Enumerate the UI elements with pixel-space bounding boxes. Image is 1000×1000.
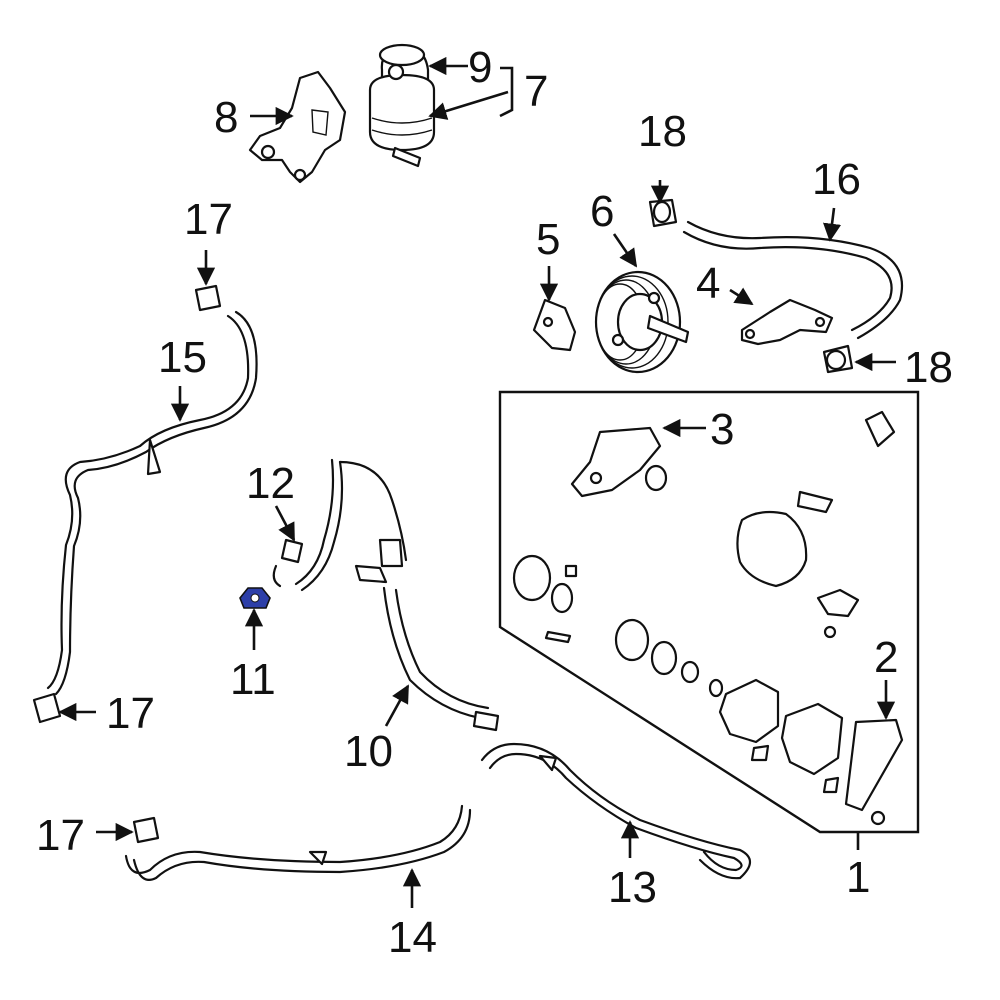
callout-6: 6 xyxy=(590,187,614,236)
callout-18-bottom: 18 xyxy=(904,343,953,392)
leaders xyxy=(58,56,896,908)
callout-14: 14 xyxy=(388,913,437,962)
fitting-12[interactable] xyxy=(272,538,304,588)
pressure-hose-10[interactable] xyxy=(294,458,500,732)
callout-1: 1 xyxy=(846,853,870,902)
callout-17-left: 17 xyxy=(106,689,155,738)
hose-13[interactable] xyxy=(480,742,752,880)
return-hose-16[interactable] xyxy=(682,220,904,340)
clamp-17-bottom[interactable] xyxy=(132,816,160,844)
clamp-18-top[interactable] xyxy=(648,198,678,228)
callout-5: 5 xyxy=(536,215,560,264)
callout-12: 12 xyxy=(246,459,295,508)
bracket-4[interactable] xyxy=(740,298,834,346)
pump-assembly-frame xyxy=(498,390,920,834)
callout-11: 11 xyxy=(230,655,276,704)
reservoir-7[interactable] xyxy=(368,43,436,168)
callout-17-top: 17 xyxy=(184,195,233,244)
callout-4: 4 xyxy=(696,259,720,308)
clamp-17-top[interactable] xyxy=(194,284,222,312)
clamp-18-bottom[interactable] xyxy=(822,344,854,374)
callout-2: 2 xyxy=(874,633,898,682)
callout-17-bottom: 17 xyxy=(36,811,85,860)
suction-hose-15[interactable] xyxy=(46,310,258,696)
callout-18-top: 18 xyxy=(638,107,687,156)
callout-9: 9 xyxy=(468,43,492,92)
callout-13: 13 xyxy=(608,863,657,912)
bracket-5[interactable] xyxy=(532,298,577,352)
callout-7: 7 xyxy=(524,67,548,116)
hose-14[interactable] xyxy=(124,804,472,881)
pulley-6[interactable] xyxy=(594,270,690,374)
seal-11[interactable] xyxy=(239,587,271,609)
bracket-8[interactable] xyxy=(248,70,347,184)
callout-16: 16 xyxy=(812,155,861,204)
clamp-17-left[interactable] xyxy=(32,692,62,724)
callout-3: 3 xyxy=(710,405,734,454)
callout-8: 8 xyxy=(214,93,238,142)
callout-15: 15 xyxy=(158,333,207,382)
callout-10: 10 xyxy=(344,727,393,776)
pump-internals xyxy=(512,410,904,826)
